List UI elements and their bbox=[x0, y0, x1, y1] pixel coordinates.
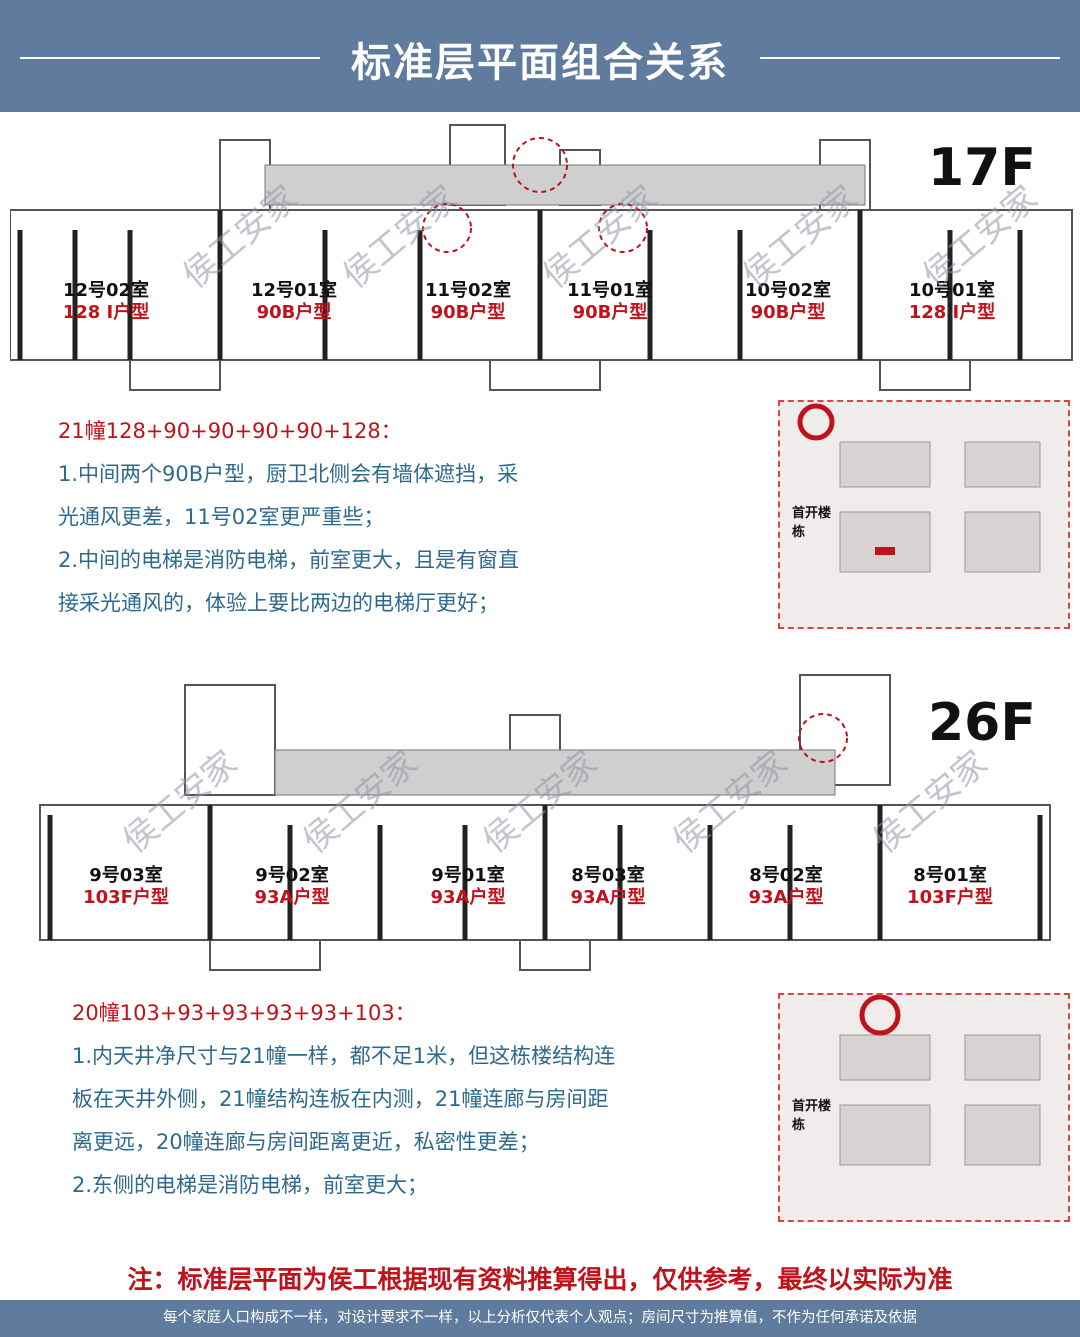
first-open-label: 首开楼栋 bbox=[792, 506, 832, 540]
unit-type: 90B户型 bbox=[750, 302, 826, 323]
unit-label: 9号02室 93A户型 bbox=[232, 865, 352, 909]
unit-type: 90B户型 bbox=[256, 302, 332, 323]
notes-line: 光通风更差，11号02室更严重些； bbox=[58, 505, 385, 529]
room-number: 12号02室 bbox=[62, 280, 150, 301]
unit-label: 9号01室 93A户型 bbox=[408, 865, 528, 909]
unit-label: 9号03室 103F户型 bbox=[66, 865, 186, 909]
notes-line: 1.内天井净尺寸与21幢一样，都不足1米，但这栋楼结构连 bbox=[72, 1044, 616, 1068]
unit-label: 11号02室 90B户型 bbox=[408, 280, 528, 324]
unit-label: 8号01室 103F户型 bbox=[890, 865, 1010, 909]
room-number: 11号02室 bbox=[424, 280, 512, 301]
site-map-drawing bbox=[839, 994, 1041, 1166]
site-map-21: 首开楼栋 bbox=[778, 400, 1070, 629]
notes-line: 2.中间的电梯是消防电梯，前室更大，且是有窗直 bbox=[58, 548, 520, 572]
unit-type: 93A户型 bbox=[748, 887, 824, 908]
unit-type: 103F户型 bbox=[907, 887, 993, 908]
room-number: 9号01室 bbox=[431, 865, 505, 886]
room-number: 8号03室 bbox=[571, 865, 645, 886]
unit-label: 10号01室 128 I户型 bbox=[892, 280, 1012, 324]
unit-label: 11号01室 90B户型 bbox=[550, 280, 670, 324]
notes-heading: 20幢103+93+93+93+93+103： bbox=[72, 1001, 416, 1025]
notes-heading: 21幢128+90+90+90+90+128： bbox=[58, 419, 402, 443]
room-number: 11号01室 bbox=[566, 280, 654, 301]
unit-label: 12号01室 90B户型 bbox=[234, 280, 354, 324]
notes-line: 离更远，20幢连廊与房间距离更近，私密性更差； bbox=[72, 1130, 540, 1154]
notes-block-21: 21幢128+90+90+90+90+128： 1.中间两个90B户型，厨卫北侧… bbox=[58, 410, 519, 625]
room-number: 8号02室 bbox=[749, 865, 823, 886]
floor-plan-drawing bbox=[39, 674, 1051, 971]
room-number: 8号01室 bbox=[913, 865, 987, 886]
room-number: 10号01室 bbox=[908, 280, 996, 301]
site-map-drawing bbox=[797, 403, 1041, 573]
unit-label: 12号02室 128 I户型 bbox=[46, 280, 166, 324]
unit-type: 90B户型 bbox=[430, 302, 506, 323]
unit-type: 93A户型 bbox=[254, 887, 330, 908]
unit-type: 93A户型 bbox=[430, 887, 506, 908]
notes-line: 1.中间两个90B户型，厨卫北侧会有墙体遮挡，采 bbox=[58, 462, 519, 486]
unit-type: 128 I户型 bbox=[62, 302, 150, 323]
notes-line: 接采光通风的，体验上要比两边的电梯厅更好； bbox=[58, 591, 499, 615]
floor-plan-17f: 17F 12号02室 128 I户型 12号01室 90B户型 11号02室 9… bbox=[10, 120, 1080, 400]
header-rule-right bbox=[760, 57, 1060, 59]
unit-label: 10号02室 90B户型 bbox=[728, 280, 848, 324]
disclaimer-bar: 每个家庭人口构成不一样，对设计要求不一样，以上分析仅代表个人观点；房间尺寸为推算… bbox=[0, 1300, 1080, 1337]
header-banner: 标准层平面组合关系 bbox=[0, 0, 1080, 112]
room-number: 12号01室 bbox=[250, 280, 338, 301]
notes-block-20: 20幢103+93+93+93+93+103： 1.内天井净尺寸与21幢一样，都… bbox=[72, 992, 615, 1207]
first-open-label: 首开楼栋 bbox=[792, 1099, 832, 1133]
floor-plan-drawing bbox=[10, 124, 1073, 391]
unit-type: 90B户型 bbox=[572, 302, 648, 323]
room-number: 9号02室 bbox=[255, 865, 329, 886]
header-rule-left bbox=[20, 57, 320, 59]
floor-label: 26F bbox=[928, 693, 1036, 753]
unit-label: 8号02室 93A户型 bbox=[726, 865, 846, 909]
floor-plan-26f: 26F 9号03室 103F户型 9号02室 93A户型 9号01室 93A户型… bbox=[10, 665, 1080, 975]
site-map-20: 首开楼栋 bbox=[778, 993, 1070, 1222]
unit-type: 93A户型 bbox=[570, 887, 646, 908]
page-title: 标准层平面组合关系 bbox=[351, 40, 729, 86]
unit-label: 8号03室 93A户型 bbox=[548, 865, 668, 909]
notes-line: 板在天井外侧，21幢结构连板在内测，21幢连廊与房间距 bbox=[72, 1087, 609, 1111]
notes-line: 2.东侧的电梯是消防电梯，前室更大； bbox=[72, 1173, 429, 1197]
room-number: 9号03室 bbox=[89, 865, 163, 886]
room-number: 10号02室 bbox=[744, 280, 832, 301]
floor-label: 17F bbox=[928, 138, 1036, 198]
unit-type: 103F户型 bbox=[83, 887, 169, 908]
footnote: 注：标准层平面为侯工根据现有资料推算得出，仅供参考，最终以实际为准 bbox=[127, 1265, 953, 1294]
unit-type: 128 I户型 bbox=[908, 302, 996, 323]
